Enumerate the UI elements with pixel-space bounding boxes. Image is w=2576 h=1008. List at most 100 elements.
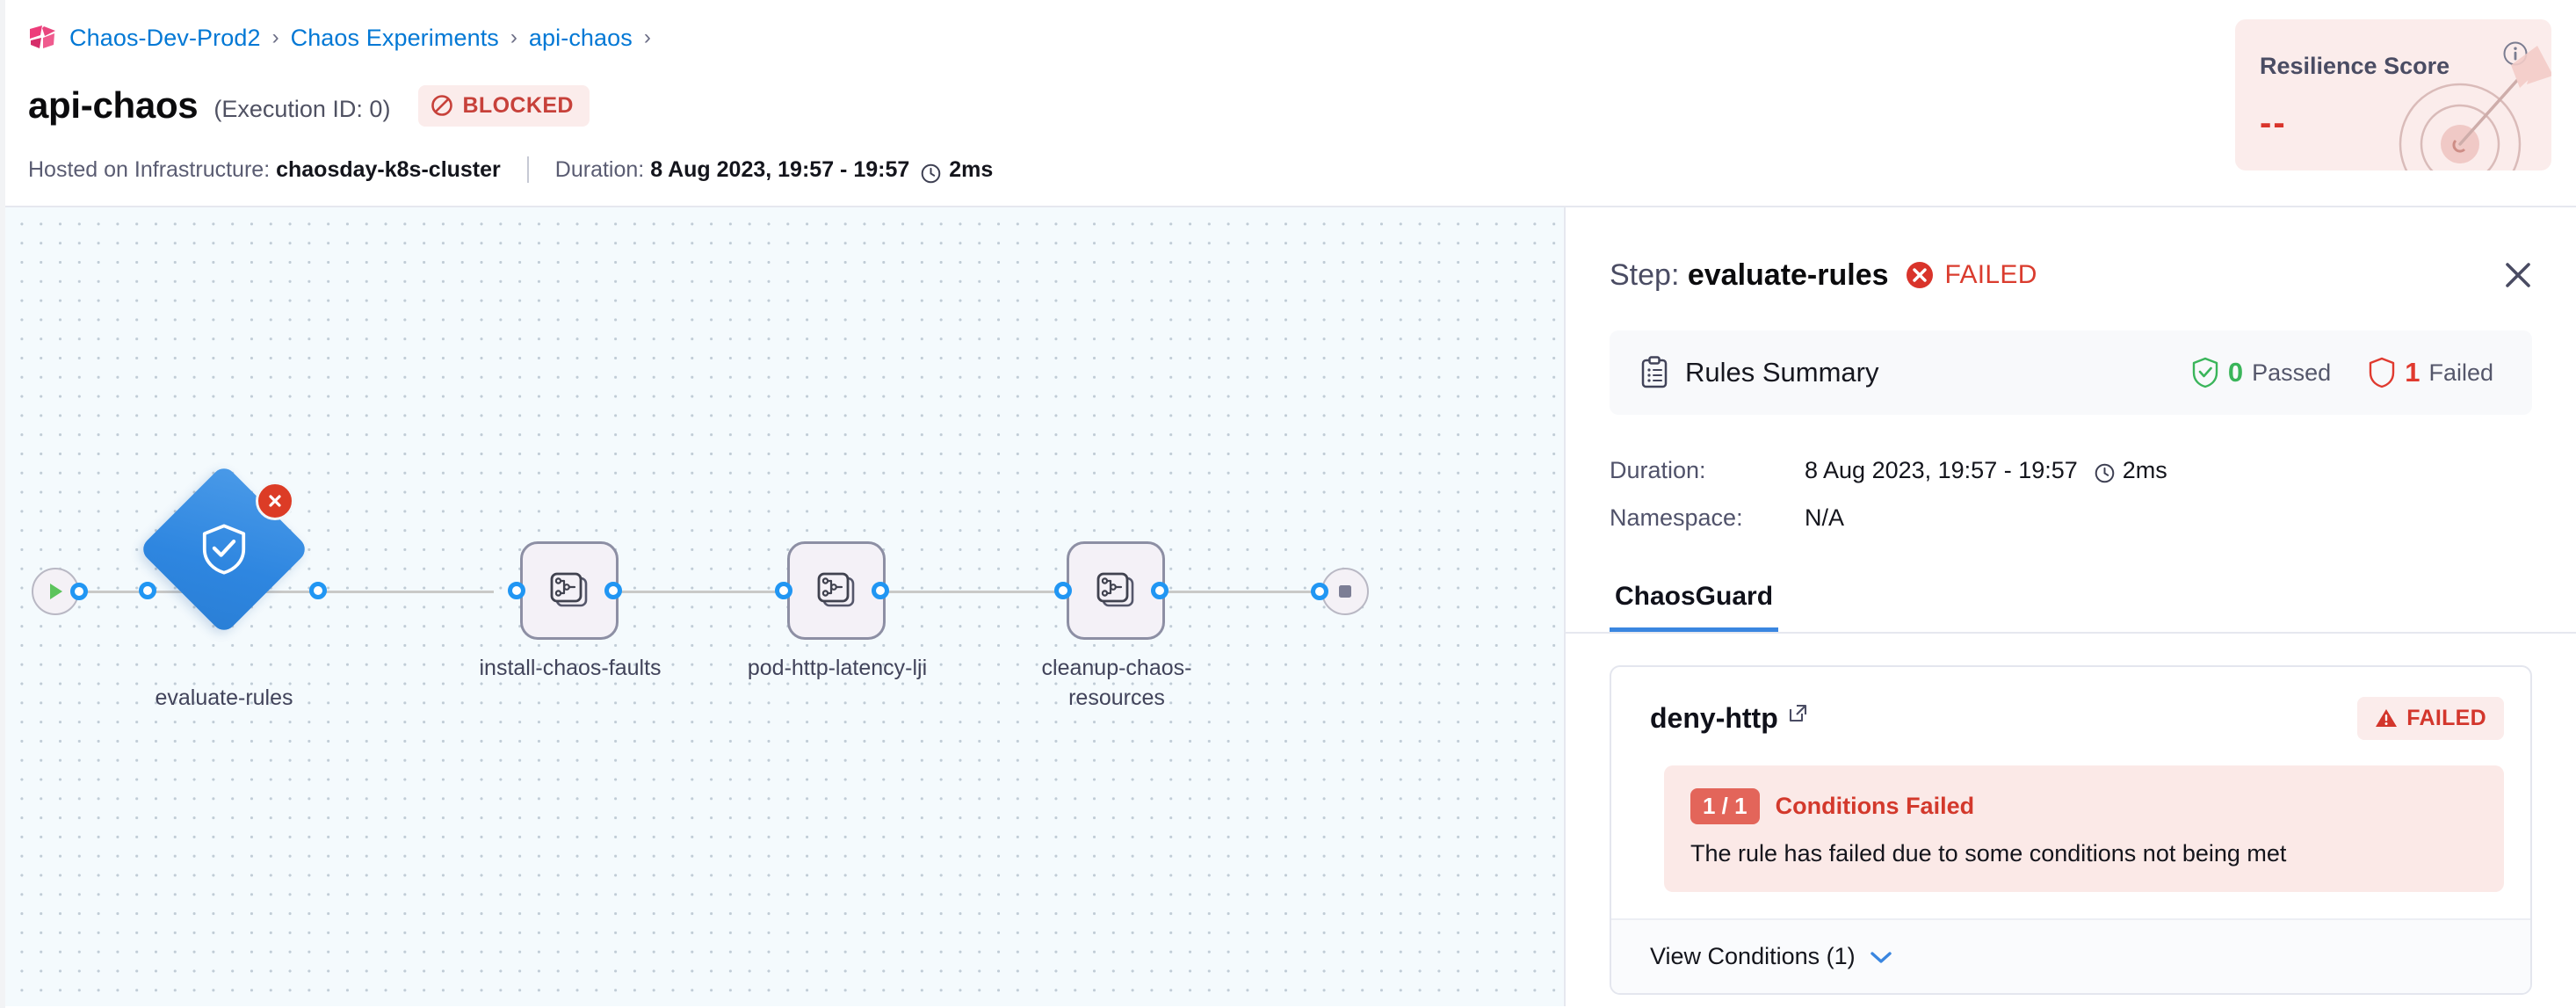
edge-install-to-latency (585, 591, 789, 593)
detail-value-duration: 8 Aug 2023, 19:57 - 19:57 2ms (1805, 457, 2167, 484)
view-conditions-label: View Conditions (1) (1650, 943, 1856, 969)
step-title-prefix: Step: (1610, 257, 1680, 292)
conditions-failed-message: The rule has failed due to some conditio… (1690, 840, 2287, 867)
body: evaluate-rules instal (5, 207, 2576, 1006)
rules-summary-card: Rules Summary 0 Passed 1 (1610, 330, 2532, 415)
chevron-down-icon[interactable] (1870, 950, 1892, 964)
pipeline-node-install-chaos-faults[interactable]: install-chaos-faults (479, 541, 662, 680)
port-start-out[interactable] (70, 583, 88, 600)
title-row: api-chaos (Execution ID: 0) BLOCKED (28, 79, 2576, 132)
detail-value-namespace: N/A (1805, 504, 1845, 531)
detail-key-duration: Duration: (1610, 456, 1706, 483)
rule-status-badge: FAILED (2357, 696, 2504, 740)
port-evaluate-rules-in[interactable] (139, 582, 156, 599)
tab-chaosguard[interactable]: ChaosGuard (1610, 568, 1779, 632)
detail-duration-elapsed: 2ms (2122, 456, 2167, 483)
detail-key-namespace: Namespace: (1610, 504, 1743, 531)
port-install-chaos-faults-in[interactable] (508, 582, 525, 599)
rule-card-deny-http: deny-http FAILED (1610, 665, 2532, 995)
rules-summary-title: Rules Summary (1685, 357, 1879, 388)
rule-name[interactable]: deny-http (1650, 701, 1778, 734)
pipeline-node-cleanup-chaos-resources[interactable]: cleanup-chaos-resources (1042, 541, 1191, 710)
step-details-panel: Step: evaluate-rules FAILED (1564, 207, 2576, 1006)
breadcrumb-separator-trailing: › (643, 25, 651, 49)
install-chaos-faults-box[interactable] (520, 541, 619, 640)
rules-passed-stat: 0 Passed (2191, 357, 2331, 388)
breadcrumb-item-1[interactable]: Chaos Experiments (290, 24, 499, 51)
panel-tabs: ChaosGuard (1566, 568, 2576, 634)
conditions-failed-header: 1 / 1 Conditions Failed (1690, 788, 2478, 824)
stop-icon (1339, 585, 1351, 598)
pipeline-node-evaluate-rules[interactable]: evaluate-rules (138, 463, 327, 710)
resilience-score-value: -- (2260, 104, 2287, 142)
node-label-install-chaos-faults: install-chaos-faults (479, 656, 662, 680)
status-badge: BLOCKED (418, 84, 590, 127)
detail-row-namespace: Namespace: N/A (1610, 494, 2532, 541)
page-header: Chaos-Dev-Prod2 › Chaos Experiments › ap… (5, 0, 2576, 207)
shield-check-icon (2192, 357, 2218, 388)
clipboard-icon (1641, 356, 1668, 388)
pipeline-node-pod-http-latency-lji[interactable]: pod-http-latency-lji (748, 541, 927, 680)
port-pod-http-latency-lji-in[interactable] (775, 582, 792, 599)
rules-passed-count: 0 (2227, 357, 2244, 388)
rules-passed-label: Passed (2252, 359, 2332, 386)
error-x-icon (1906, 262, 1933, 288)
step-status-label: FAILED (1944, 260, 2037, 289)
node-label-pod-http-latency-lji: pod-http-latency-lji (747, 656, 928, 680)
view-conditions-toggle[interactable]: View Conditions (1) (1611, 918, 2530, 993)
infrastructure-value: chaosday-k8s-cluster (276, 156, 501, 182)
resilience-score-title: Resilience Score (2260, 53, 2450, 79)
breadcrumb-separator: › (271, 25, 279, 49)
meta-row: Hosted on Infrastructure: chaosday-k8s-c… (28, 155, 2576, 185)
close-icon[interactable] (2499, 256, 2537, 294)
external-link-icon[interactable] (1787, 702, 1808, 723)
node-label-evaluate-rules: evaluate-rules (155, 685, 293, 710)
port-end-in[interactable] (1311, 583, 1328, 600)
end-node-circle (1321, 568, 1369, 615)
step-title-name: evaluate-rules (1687, 257, 1889, 292)
clock-icon (2095, 463, 2115, 482)
rules-failed-count: 1 (2405, 357, 2420, 388)
rules-failed-label: Failed (2428, 359, 2493, 386)
rule-card-header: deny-http FAILED (1611, 667, 2530, 743)
conditions-failed-label: Conditions Failed (1775, 793, 1975, 819)
rules-failed-stat: 1 Failed (2368, 357, 2493, 388)
edge-latency-to-cleanup (884, 591, 1068, 593)
status-badge-label: BLOCKED (462, 92, 574, 118)
duration-elapsed: 2ms (949, 156, 994, 182)
chaos-fault-stack-icon (550, 572, 588, 607)
breadcrumb: Chaos-Dev-Prod2 › Chaos Experiments › ap… (28, 19, 2576, 56)
conditions-failed-box: 1 / 1 Conditions Failed The rule has fai… (1664, 765, 2504, 892)
breadcrumb-item-0[interactable]: Chaos-Dev-Prod2 (69, 24, 261, 51)
warning-triangle-icon (2376, 709, 2398, 727)
edge-cleanup-to-end (1163, 591, 1332, 593)
edge-evaluate-rules-to-install (232, 591, 494, 593)
port-cleanup-chaos-resources-out[interactable] (1151, 582, 1169, 599)
port-cleanup-chaos-resources-in[interactable] (1054, 582, 1072, 599)
node-label-cleanup-chaos-resources: cleanup-chaos-resources (1041, 656, 1192, 710)
pipeline-canvas[interactable]: evaluate-rules instal (5, 207, 1564, 1006)
meta-divider (526, 156, 529, 183)
harness-logo-icon (30, 25, 55, 48)
chaos-fault-stack-icon (817, 572, 855, 607)
port-evaluate-rules-out[interactable] (309, 582, 327, 599)
clock-icon (921, 163, 941, 183)
pipeline-end-node[interactable] (1311, 568, 1369, 615)
pipeline-start-node[interactable] (32, 568, 88, 615)
rule-status-label: FAILED (2406, 705, 2486, 730)
detail-duration-range: 8 Aug 2023, 19:57 - 19:57 (1805, 456, 2078, 483)
pod-http-latency-lji-box[interactable] (787, 541, 886, 640)
port-install-chaos-faults-out[interactable] (604, 582, 622, 599)
port-pod-http-latency-lji-out[interactable] (872, 582, 889, 599)
evaluate-rules-diamond[interactable] (138, 463, 310, 635)
duration-value: 8 Aug 2023, 19:57 - 19:57 (650, 156, 910, 182)
breadcrumb-item-2[interactable]: api-chaos (528, 24, 633, 51)
chaos-fault-stack-icon (1096, 572, 1134, 607)
shield-outline-icon (2370, 357, 2395, 388)
breadcrumb-separator: › (510, 25, 517, 49)
execution-id: (Execution ID: 0) (213, 95, 391, 122)
step-details-title: Step: evaluate-rules (1610, 258, 1889, 293)
error-x-icon (269, 495, 281, 507)
conditions-failed-count: 1 / 1 (1690, 788, 1760, 824)
